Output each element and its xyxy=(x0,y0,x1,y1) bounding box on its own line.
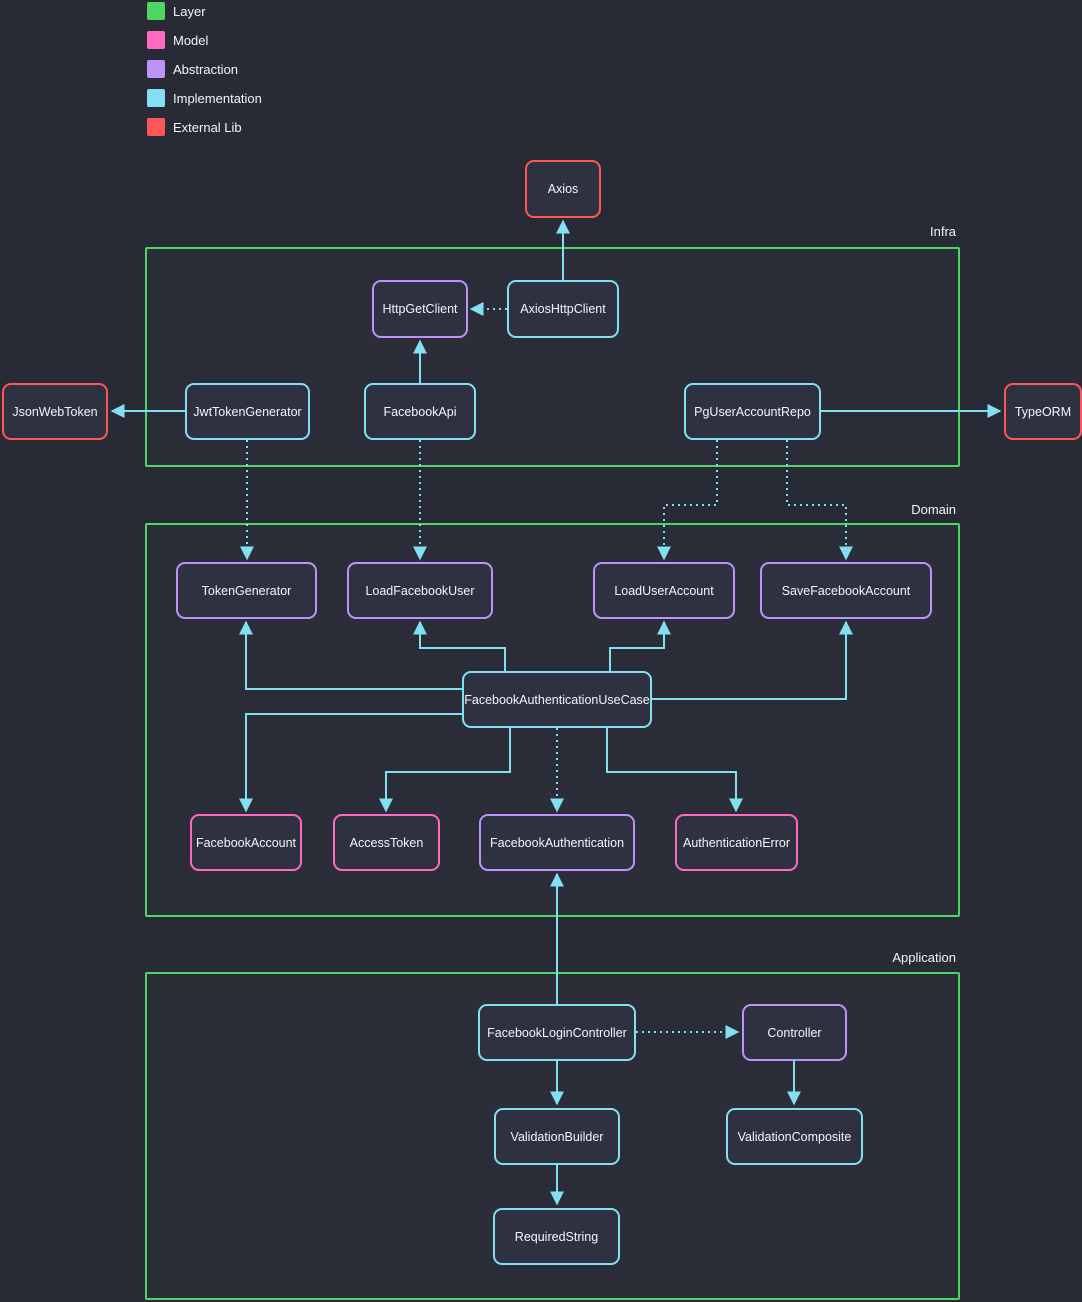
node-facebook-authentication-use-case: FacebookAuthenticationUseCase xyxy=(462,671,652,728)
legend-item-model: Model xyxy=(147,31,262,49)
node-validation-composite: ValidationComposite xyxy=(726,1108,863,1165)
node-axios: Axios xyxy=(525,160,601,218)
layer-color-swatch xyxy=(147,2,165,20)
legend-label-model: Model xyxy=(173,32,209,48)
legend-item-abstraction: Abstraction xyxy=(147,60,262,78)
layer-domain xyxy=(145,523,960,917)
node-token-generator: TokenGenerator xyxy=(176,562,317,619)
legend-item-implementation: Implementation xyxy=(147,89,262,107)
layer-application xyxy=(145,972,960,1300)
node-controller: Controller xyxy=(742,1004,847,1061)
node-facebook-api: FacebookApi xyxy=(364,383,476,440)
node-access-token: AccessToken xyxy=(333,814,440,871)
abstraction-color-swatch xyxy=(147,60,165,78)
node-jwt-token-generator: JwtTokenGenerator xyxy=(185,383,310,440)
node-json-web-token: JsonWebToken xyxy=(2,383,108,440)
external-lib-color-swatch xyxy=(147,118,165,136)
layer-label-application: Application xyxy=(892,950,956,965)
node-load-facebook-user: LoadFacebookUser xyxy=(347,562,493,619)
layer-label-domain: Domain xyxy=(911,502,956,517)
legend: Layer Model Abstraction Implementation E… xyxy=(147,2,262,136)
layer-infra xyxy=(145,247,960,467)
layer-label-infra: Infra xyxy=(929,224,956,239)
node-facebook-account: FacebookAccount xyxy=(190,814,302,871)
node-type-orm: TypeORM xyxy=(1004,383,1082,440)
legend-item-layer: Layer xyxy=(147,2,262,20)
node-load-user-account: LoadUserAccount xyxy=(593,562,735,619)
legend-label-external-lib: External Lib xyxy=(173,119,242,135)
node-http-get-client: HttpGetClient xyxy=(372,280,468,338)
node-required-string: RequiredString xyxy=(493,1208,620,1265)
node-facebook-login-controller: FacebookLoginController xyxy=(478,1004,636,1061)
legend-label-layer: Layer xyxy=(173,3,206,19)
node-save-facebook-account: SaveFacebookAccount xyxy=(760,562,932,619)
implementation-color-swatch xyxy=(147,89,165,107)
node-validation-builder: ValidationBuilder xyxy=(494,1108,620,1165)
node-axios-http-client: AxiosHttpClient xyxy=(507,280,619,338)
node-authentication-error: AuthenticationError xyxy=(675,814,798,871)
legend-label-abstraction: Abstraction xyxy=(173,61,239,77)
legend-item-external-lib: External Lib xyxy=(147,118,262,136)
node-facebook-authentication: FacebookAuthentication xyxy=(479,814,635,871)
node-pg-user-account-repo: PgUserAccountRepo xyxy=(684,383,821,440)
model-color-swatch xyxy=(147,31,165,49)
legend-label-implementation: Implementation xyxy=(173,90,262,106)
